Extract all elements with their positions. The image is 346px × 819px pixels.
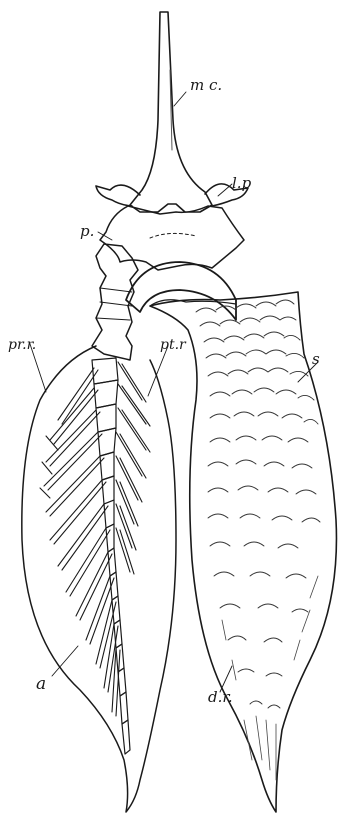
- label-lateral-process: l.p: [232, 176, 251, 191]
- dermal-rays: [222, 576, 318, 780]
- pelvic-girdle: [100, 206, 244, 270]
- basipterygium: [92, 244, 138, 360]
- label-pelvis: p.: [80, 224, 94, 239]
- label-dermal-rays: d.r.: [208, 690, 233, 705]
- girdle-arch: [126, 262, 236, 320]
- label-postaxial-radials: pt.r: [160, 338, 186, 352]
- label-median-cartilage: m c.: [190, 78, 222, 93]
- label-preaxial-radials: pr.r.: [8, 338, 36, 352]
- preaxial-radials: [40, 368, 120, 716]
- label-fin-a: a: [36, 676, 46, 693]
- lateral-process-left: [96, 185, 140, 206]
- left-fin-outline: [22, 346, 176, 812]
- right-fin-outline: [150, 292, 336, 812]
- label-scales: s: [312, 352, 320, 367]
- fin-scales: [196, 300, 320, 708]
- postaxial-radials: [116, 362, 150, 574]
